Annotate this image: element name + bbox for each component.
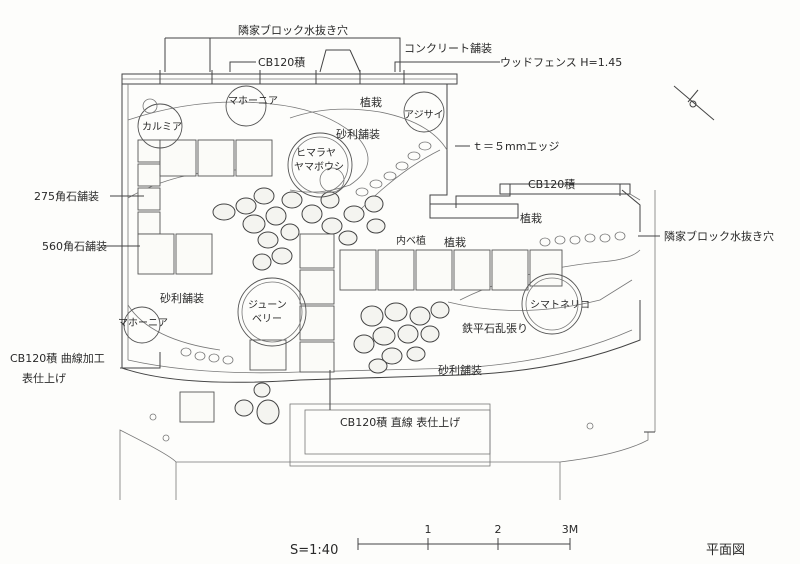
label-planting-top: 植栽 bbox=[360, 95, 382, 109]
label-paving-275: 275角石舗装 bbox=[34, 189, 99, 203]
label-cb120-curved-line2: 表仕上げ bbox=[22, 371, 66, 385]
scale-tick-1: 1 bbox=[425, 523, 432, 536]
label-himalaya-line2: ヤマボウシ bbox=[294, 161, 344, 173]
edge-stones bbox=[180, 141, 626, 365]
label-mahonia-left: マホーニア bbox=[118, 317, 168, 329]
label-cb120-curved-line1: CB120積 曲線加工 bbox=[10, 351, 105, 365]
drawing-title: 平面図 bbox=[706, 543, 745, 558]
label-juneberry-line2: ベリー bbox=[252, 313, 282, 325]
leader-lines bbox=[104, 37, 660, 433]
label-hydrangea: アジサイ bbox=[404, 109, 444, 121]
label-edge: ｔ＝５mmエッジ bbox=[472, 140, 559, 153]
label-paving-560: 560角石舗装 bbox=[42, 239, 107, 253]
label-shimatoneriko: シマトネリコ bbox=[530, 299, 590, 311]
label-gravel-bottom: 砂利舗装 bbox=[438, 363, 482, 377]
pavers-275 bbox=[137, 139, 335, 373]
label-planting-right: 植栽 bbox=[520, 211, 542, 225]
label-cb120-straight: CB120積 直線 表仕上げ bbox=[340, 415, 460, 429]
scale-label: S=1:40 bbox=[290, 543, 338, 558]
label-juneberry-line1: ジューン bbox=[248, 300, 287, 311]
north-arrow-icon bbox=[673, 85, 715, 121]
label-concrete-paving: コンクリート舗装 bbox=[404, 41, 492, 55]
label-planter: 内ベ植 bbox=[396, 234, 426, 247]
label-mahonia-top: マホーニア bbox=[228, 95, 278, 107]
label-gravel-left: 砂利舗装 bbox=[160, 291, 204, 305]
label-kalmia: カルミア bbox=[142, 121, 182, 133]
label-gravel-top: 砂利舗装 bbox=[336, 127, 380, 141]
trees bbox=[123, 85, 594, 442]
label-himalaya-line1: ヒマラヤ bbox=[296, 147, 336, 159]
scale-tick-3: 3M bbox=[562, 523, 579, 536]
wood-fence bbox=[159, 70, 405, 84]
label-iron-flagstone: 鉄平石乱張り bbox=[462, 321, 528, 335]
label-planting-mid: 植栽 bbox=[444, 235, 466, 249]
scale-bar: 1 2 3M bbox=[357, 523, 579, 550]
label-cb120-top: CB120積 bbox=[258, 55, 305, 69]
label-neighbor-drain-top: 隣家ブロック水抜き穴 bbox=[238, 23, 348, 37]
flagstones bbox=[179, 187, 450, 425]
label-cb120-right: CB120積 bbox=[528, 177, 575, 191]
label-wood-fence: ウッドフェンス H=1.45 bbox=[500, 56, 622, 69]
scale-tick-2: 2 bbox=[495, 523, 502, 536]
label-neighbor-drain-right: 隣家ブロック水抜き穴 bbox=[664, 229, 774, 243]
